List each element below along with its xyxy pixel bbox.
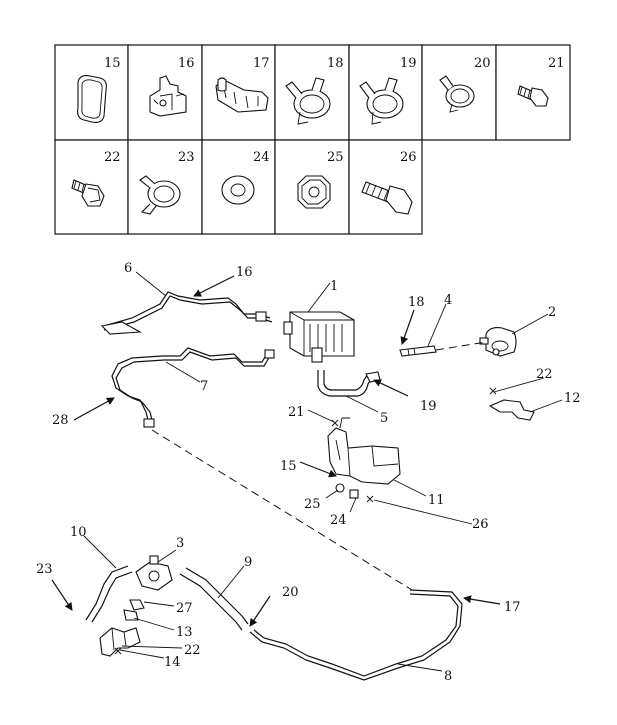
hose-clamp-icon: [139, 175, 181, 215]
hose-clamp-icon: [359, 77, 404, 125]
legend-num-24: 24: [253, 150, 270, 165]
canister-bracket: [327, 417, 401, 485]
hose-clamp-icon: [439, 75, 475, 113]
pipe-8: [249, 589, 463, 681]
leader-lines: [51, 271, 563, 672]
callout-2: 2: [548, 305, 556, 320]
callout-25: 25: [304, 497, 321, 512]
pipe-6: [103, 291, 271, 327]
assembly: [85, 291, 535, 681]
callout-24: 24: [330, 513, 347, 528]
callout-21: 21: [288, 405, 305, 420]
nut-icon: [297, 175, 331, 209]
callout-6: 6: [124, 261, 132, 276]
hose-10: [85, 565, 129, 621]
legend-num-21: 21: [548, 56, 565, 71]
legend-num-19: 19: [400, 56, 417, 71]
bolt-icon: [361, 181, 413, 215]
callout-15: 15: [280, 459, 297, 474]
legend-num-25: 25: [327, 150, 344, 165]
bracket-14: [99, 627, 141, 657]
bolt-icon: [71, 179, 105, 207]
pipe-7: [111, 347, 269, 421]
legend-num-20: 20: [474, 56, 491, 71]
callout-13: 13: [176, 625, 193, 640]
callout-11: 11: [428, 493, 445, 508]
callout-20: 20: [282, 585, 299, 600]
callout-22-top: 22: [536, 367, 553, 382]
legend-num-23: 23: [178, 150, 195, 165]
callout-28: 28: [52, 413, 69, 428]
bolt-icon: [517, 85, 549, 107]
callout-4: 4: [444, 293, 452, 308]
gasket-icon: [77, 75, 107, 123]
callout-22-bottom: 22: [184, 643, 201, 658]
callout-5: 5: [380, 411, 388, 426]
filter-assembly: [479, 327, 517, 357]
dashed-connector: [151, 429, 413, 591]
callout-17: 17: [504, 600, 521, 615]
triple-clip-icon: [215, 77, 269, 113]
hose-9: [179, 573, 243, 631]
legend-num-22: 22: [104, 150, 121, 165]
callout-12: 12: [564, 391, 581, 406]
legend-num-17: 17: [253, 56, 270, 71]
washer-icon: [221, 175, 255, 205]
legend-num-15: 15: [104, 56, 121, 71]
washer-24: [349, 489, 359, 499]
callout-3: 3: [176, 536, 184, 551]
legend-num-18: 18: [327, 56, 344, 71]
callout-9: 9: [244, 555, 252, 570]
callout-18: 18: [408, 295, 425, 310]
callout-19: 19: [420, 399, 437, 414]
hose-clamp-icon: [285, 77, 331, 125]
bracket-12: [488, 399, 535, 421]
legend-num-16: 16: [178, 56, 195, 71]
callout-23: 23: [36, 562, 53, 577]
callout-16: 16: [236, 265, 253, 280]
callout-1: 1: [330, 279, 338, 294]
callout-labels: 1 2 3 4 5 6 7 8 9 10 11 12 13 14 15 16 1…: [36, 261, 581, 684]
callout-10: 10: [70, 525, 87, 540]
legend-num-26: 26: [400, 150, 417, 165]
callout-8: 8: [444, 669, 452, 684]
callout-7: 7: [200, 379, 208, 394]
charcoal-canister: [283, 311, 355, 363]
callout-27: 27: [176, 601, 193, 616]
hose-5: [317, 370, 373, 397]
callout-26: 26: [472, 517, 489, 532]
purge-valve: [135, 555, 173, 591]
legend-grid: 15 16 17 18 19 20 21 22 23 24 25 26: [54, 44, 571, 235]
callout-14: 14: [164, 655, 181, 670]
clip-holder-icon: [149, 75, 187, 117]
